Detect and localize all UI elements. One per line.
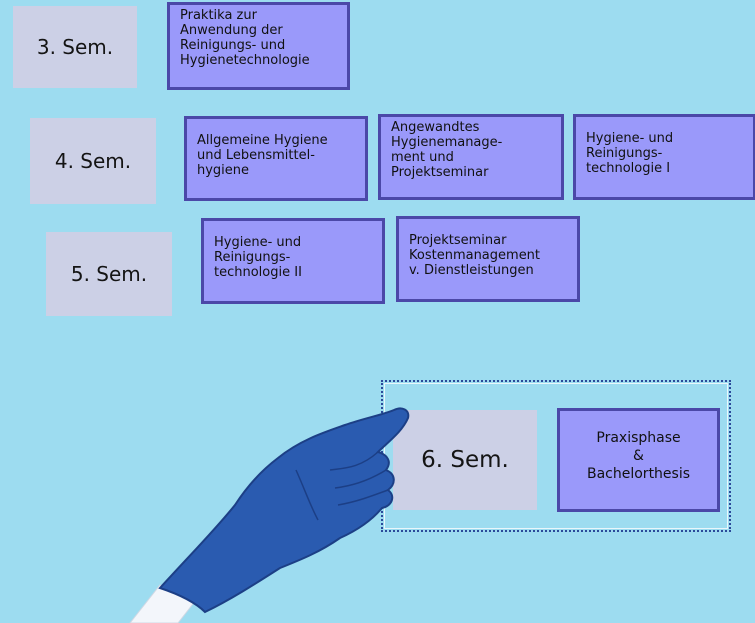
course-praxisphase-bachelorthesis: Praxisphase & Bachelorthesis [557, 408, 720, 512]
course-hygiene-reinigungstechnologie-1: Hygiene- und Reinigungs- technologie I [573, 114, 755, 200]
semester-5-label: 5. Sem. [46, 232, 172, 316]
semester-3-label: 3. Sem. [13, 6, 137, 88]
semester-6-label: 6. Sem. [393, 410, 537, 510]
semester-4-label: 4. Sem. [30, 118, 156, 204]
course-praktika: Praktika zur Anwendung der Reinigungs- u… [167, 2, 350, 90]
course-allgemeine-hygiene: Allgemeine Hygiene und Lebensmittel- hyg… [184, 116, 368, 201]
course-angewandtes-hygienemanagement: Angewandtes Hygienemanage- ment und Proj… [378, 114, 564, 200]
course-projektseminar-kostenmanagement: Projektseminar Kostenmanagement v. Diens… [396, 216, 580, 302]
course-hygiene-reinigungstechnologie-2: Hygiene- und Reinigungs- technologie II [201, 218, 385, 304]
